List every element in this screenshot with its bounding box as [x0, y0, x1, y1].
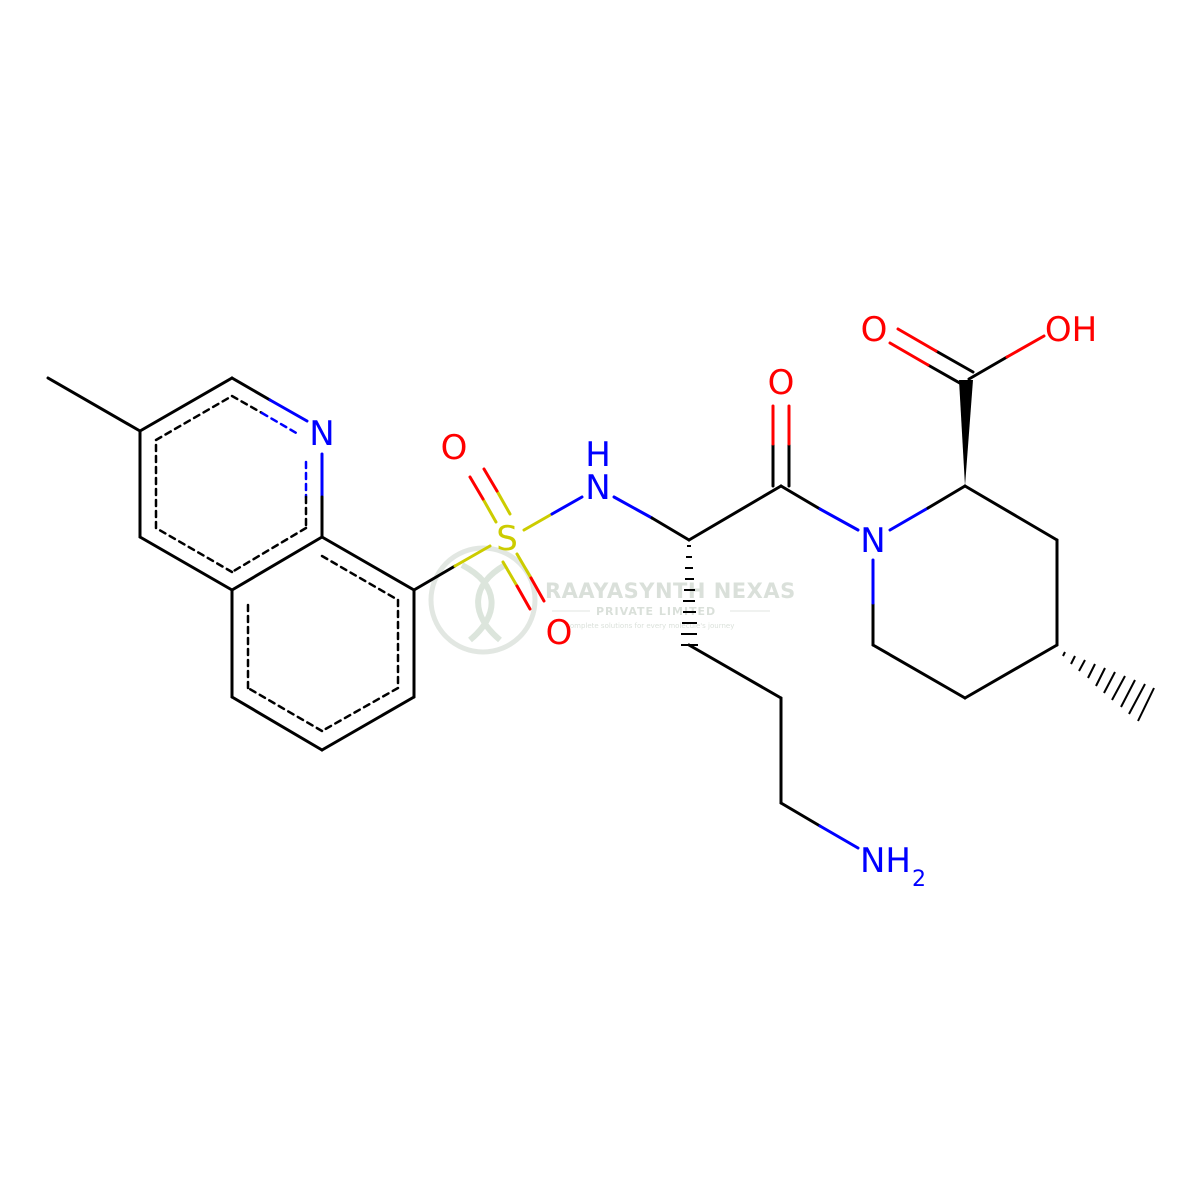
bond	[495, 489, 512, 516]
aromatic-bond	[320, 686, 400, 733]
watermark: RAAYASYNTH NEXAS PRIVATE LIMITED complet…	[428, 545, 796, 655]
bond	[963, 484, 1059, 542]
watermark-logo-circle	[428, 545, 538, 655]
atom-labels: N O S O H N O N O OH NH 2	[309, 310, 1097, 892]
atom-label-hydroxyl: OH	[1045, 310, 1097, 350]
bond	[779, 801, 822, 828]
aromatic-bond	[230, 394, 264, 415]
bond	[412, 564, 457, 592]
watermark-subtitle: PRIVATE LIMITED	[596, 605, 716, 618]
atom-label-sulfur: S	[496, 519, 518, 559]
aromatic-bond	[246, 686, 324, 733]
atom-label-amine-subscript: 2	[912, 867, 926, 892]
bond	[779, 484, 822, 511]
bond	[1005, 334, 1046, 359]
aromatic-bond	[320, 554, 400, 602]
stereo-bonds	[681, 380, 1155, 722]
bond	[550, 495, 584, 516]
bond	[896, 327, 938, 353]
wedge-bond	[959, 380, 973, 486]
atom-label-nitrogen: N	[860, 521, 885, 561]
bond	[481, 497, 498, 524]
bond	[888, 506, 930, 532]
aromatic-bond	[154, 526, 234, 574]
atom-label-nitrogen: N	[309, 414, 334, 454]
bond	[818, 824, 860, 850]
bond	[230, 535, 324, 592]
watermark-company: RAAYASYNTH NEXAS	[545, 579, 796, 603]
bond	[468, 475, 485, 501]
bond	[529, 576, 546, 603]
bond	[230, 376, 272, 402]
atom-label-hydrogen: H	[585, 435, 611, 475]
atom-label-nitrogen: N	[585, 468, 610, 508]
bond	[515, 552, 533, 580]
bond	[230, 695, 324, 752]
bond	[138, 376, 234, 433]
bonds	[46, 327, 1059, 850]
aromatic-bond	[154, 394, 234, 442]
hash-bond	[1062, 651, 1155, 722]
bond	[967, 355, 1009, 381]
atom-label-oxygen: O	[441, 428, 468, 468]
bond	[482, 467, 499, 493]
bond	[926, 484, 967, 510]
bond	[926, 363, 967, 388]
atom-label-oxygen: O	[546, 613, 573, 653]
aromatic-bond	[260, 411, 300, 436]
bond	[46, 376, 142, 433]
bond	[515, 584, 532, 611]
bond	[268, 398, 309, 423]
bond	[612, 495, 654, 520]
bond	[320, 535, 416, 592]
bond	[687, 484, 783, 542]
hash-bond	[681, 545, 698, 646]
watermark-tagline: complete solutions for every molecule's …	[566, 622, 734, 630]
bond	[522, 512, 554, 532]
bond	[934, 349, 975, 374]
atom-label-amine: NH	[860, 841, 911, 881]
bond	[687, 643, 783, 700]
bond	[963, 643, 1059, 700]
bond	[320, 695, 416, 752]
bond	[888, 341, 930, 367]
bond	[650, 516, 691, 542]
atom-label-oxygen: O	[768, 363, 795, 403]
bond	[501, 560, 519, 588]
watermark-logo-helix-icon	[460, 562, 507, 643]
atom-label-oxygen: O	[861, 310, 888, 350]
bond	[453, 544, 492, 568]
bond	[818, 507, 860, 532]
bond	[138, 535, 234, 592]
aromatic-bond	[230, 526, 308, 574]
bond	[871, 643, 967, 700]
